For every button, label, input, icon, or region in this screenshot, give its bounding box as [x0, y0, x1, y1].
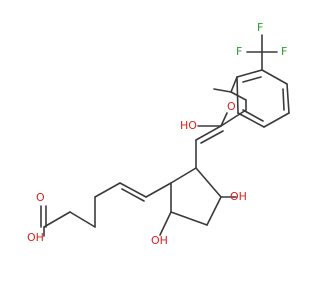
bond [220, 112, 228, 127]
bond [121, 188, 145, 202]
bond [286, 83, 290, 114]
bond [145, 182, 172, 198]
bond [237, 112, 265, 128]
atom-label-oh-acid: OH [27, 231, 44, 244]
atom-label-f-right: F [281, 45, 287, 58]
bond [200, 130, 224, 144]
atom-label-oh-side-chain: HO [180, 119, 197, 132]
bond [230, 76, 238, 93]
atom-label-oh-ring-bottom: OH [151, 234, 168, 247]
bond [43, 211, 71, 228]
bonds [40, 34, 290, 237]
bond [220, 109, 247, 127]
atom-label-f-top: F [257, 21, 263, 34]
bond [236, 69, 263, 78]
bond [242, 76, 262, 83]
atom-label-o-acid-carbonyl: O [36, 191, 45, 204]
bond [282, 88, 285, 111]
bond [195, 125, 222, 141]
atom-label-oh-ring-right: OH [230, 190, 247, 203]
bond [213, 88, 232, 93]
molecule-diagram: OH O OH OH HO O F F F [27, 21, 290, 247]
bond [94, 182, 121, 198]
bond [236, 76, 239, 114]
bond [230, 91, 247, 101]
atom-label-f-left: F [236, 45, 242, 58]
atom-label-o-ether: O [227, 100, 236, 113]
bond [170, 167, 197, 184]
bond [69, 211, 96, 228]
bond [159, 211, 172, 236]
bond [195, 167, 222, 198]
structure-svg [40, 34, 290, 237]
bond [242, 109, 264, 122]
bond [206, 196, 222, 226]
bond [263, 112, 290, 128]
bond [170, 211, 208, 226]
atom-labels: OH O OH OH HO O F F F [27, 21, 287, 247]
bond [261, 69, 288, 85]
bond [119, 182, 147, 198]
